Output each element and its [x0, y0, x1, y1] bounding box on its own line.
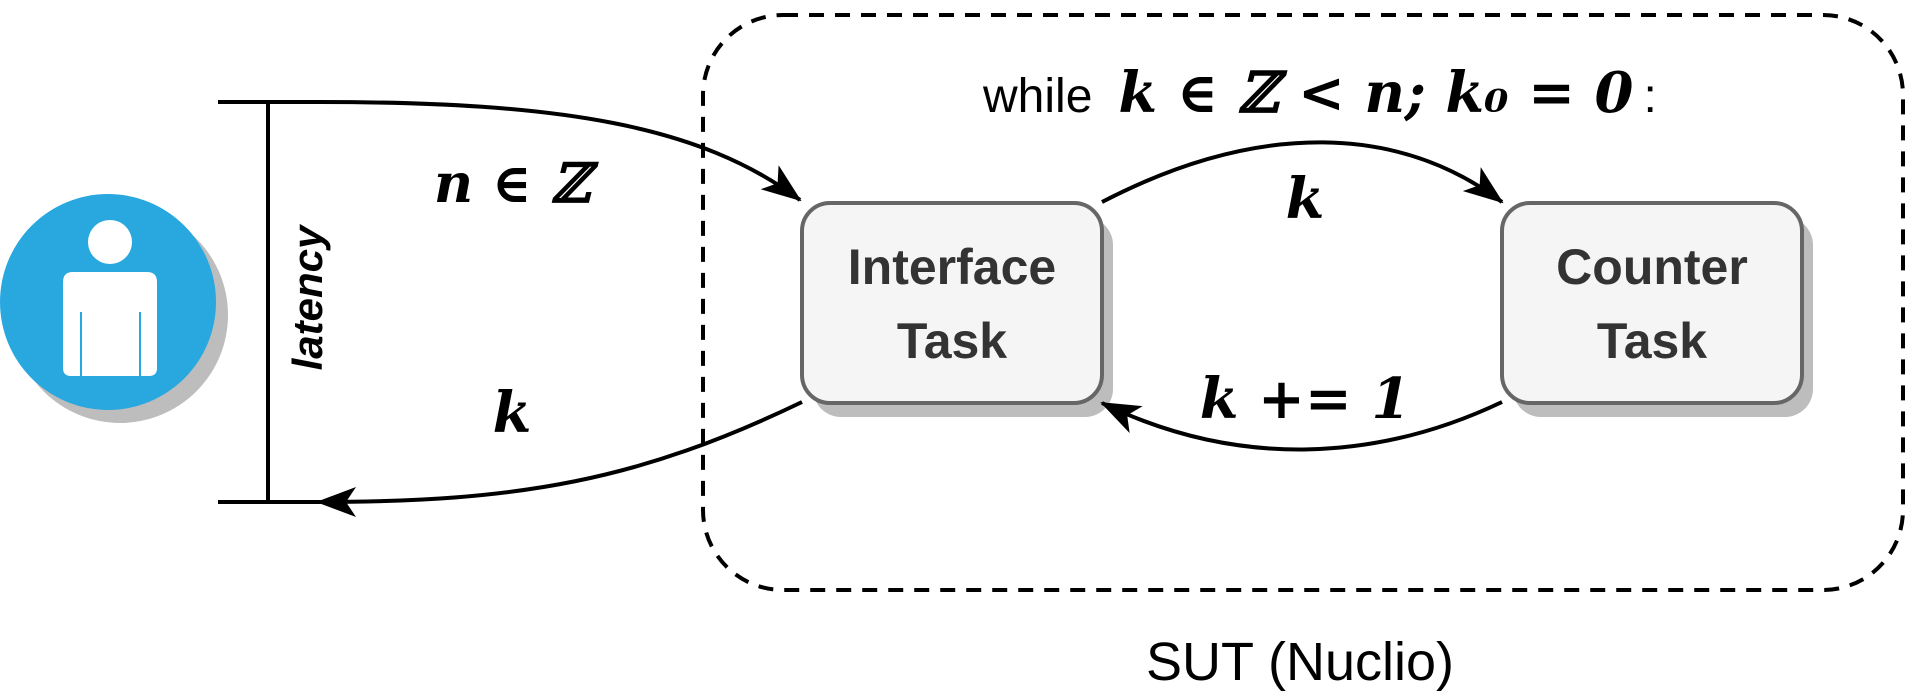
user-body — [63, 272, 157, 376]
counter-task-label-line1: Counter — [1556, 239, 1748, 295]
loop-colon: : — [1644, 70, 1657, 123]
interface-task-node: Interface Task — [800, 201, 1113, 417]
sut-boundary — [701, 13, 1905, 592]
output-label: k — [493, 380, 532, 446]
interface-task-label-line2: Task — [897, 313, 1007, 369]
counter-task-node: Counter Task — [1500, 201, 1813, 417]
input-arrow — [319, 100, 802, 202]
counter-task-box — [1500, 201, 1804, 405]
loop-condition: while k ∈ ℤ < n; k₀ = 0 : — [982, 60, 1657, 126]
forward-edge-label: k — [1286, 166, 1325, 232]
loop-expression: k ∈ ℤ < n; k₀ = 0 — [1118, 60, 1633, 126]
loop-keyword: while — [982, 70, 1092, 123]
back-edge-label: k += 1 — [1200, 366, 1411, 432]
counter-task-label-line2: Task — [1597, 313, 1707, 369]
forward-edge-arrow — [1101, 140, 1504, 204]
output-arrow — [316, 400, 803, 517]
boundary-label: SUT (Nuclio) — [1146, 632, 1454, 692]
interface-task-label-line1: Interface — [848, 239, 1056, 295]
back-edge-arrow — [1100, 400, 1503, 452]
input-label: n ∈ ℤ — [434, 151, 600, 215]
latency-bracket — [218, 100, 320, 504]
interface-task-box — [800, 201, 1104, 405]
latency-label: latency — [284, 223, 331, 370]
user-head — [88, 220, 132, 264]
person-icon — [0, 194, 228, 423]
